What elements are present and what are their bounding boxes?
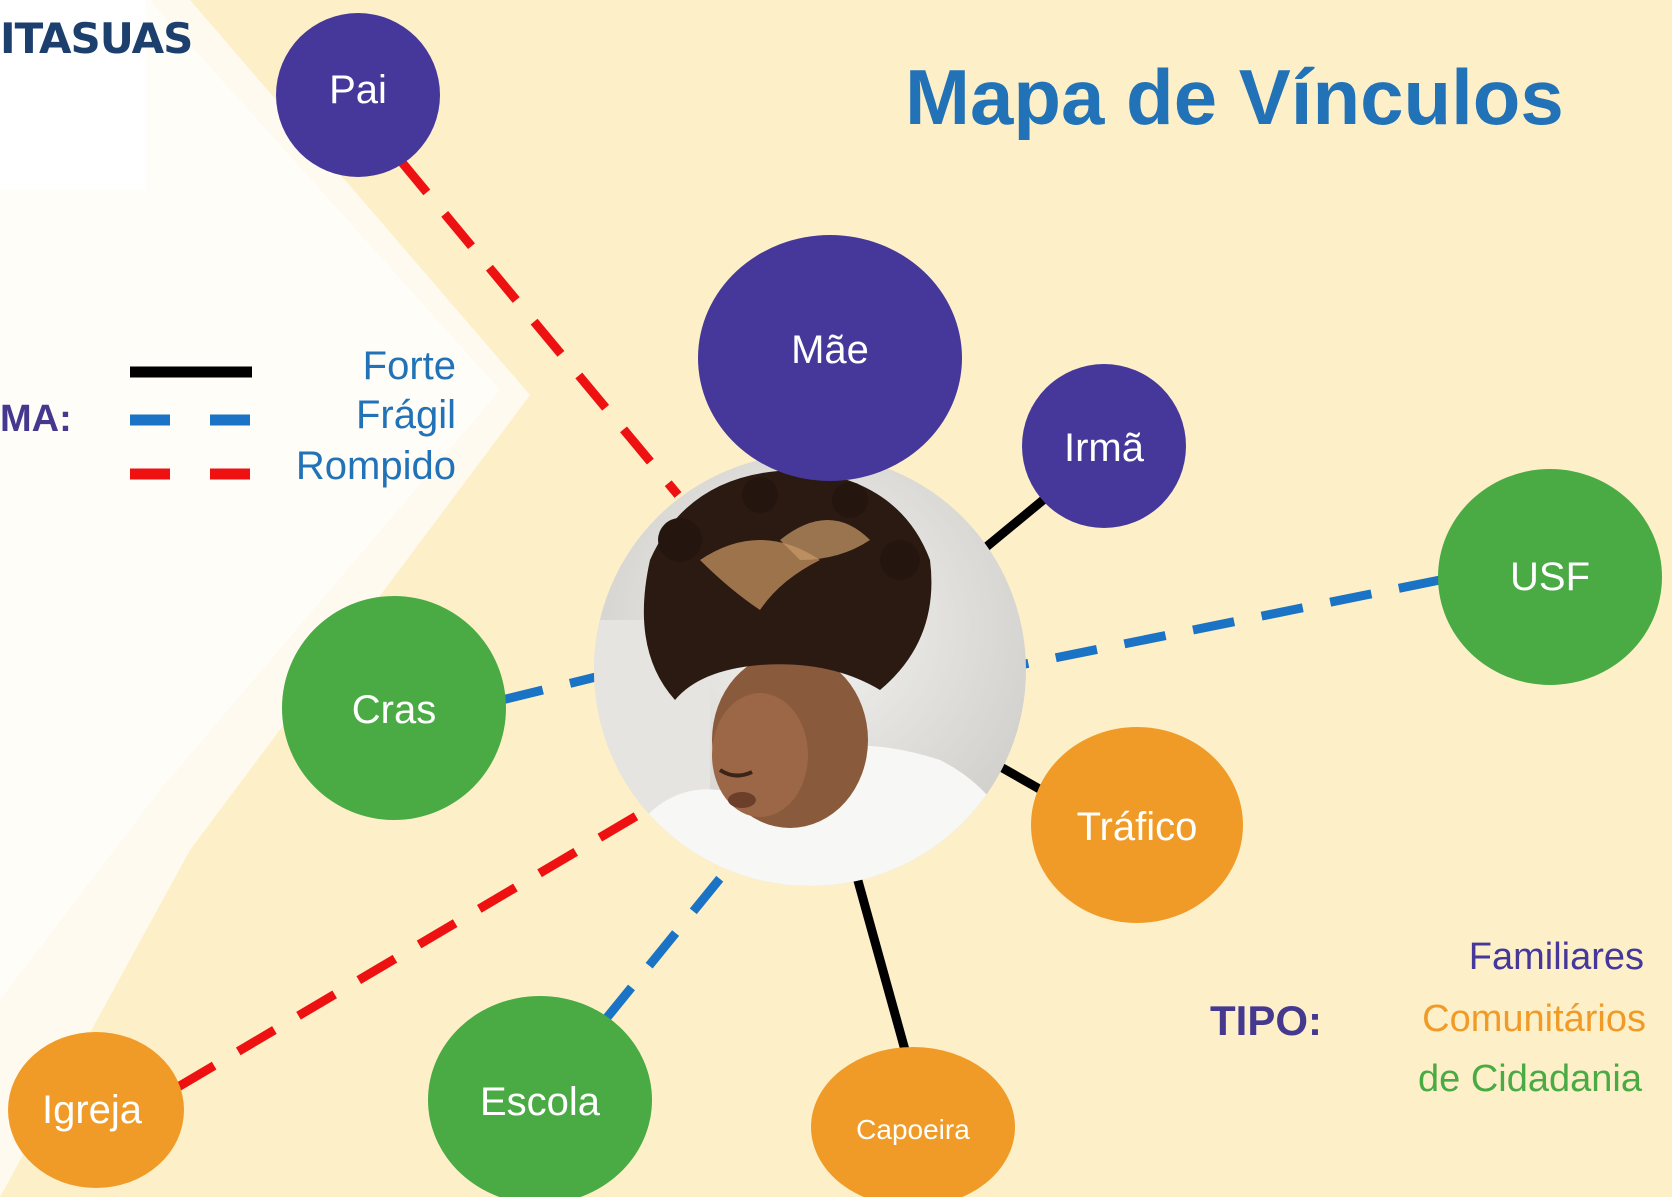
tipo-familiares: Familiares: [1468, 936, 1644, 978]
node-cras: [282, 596, 506, 820]
node-mae: [698, 235, 962, 481]
brand-name: ITASUAS: [0, 14, 193, 63]
legend-fragil-label: Frágil: [355, 393, 456, 437]
brand-box: [0, 0, 145, 190]
node-escola-label: Escola: [479, 1080, 601, 1124]
page-title: Mapa de Vínculos: [905, 53, 1564, 141]
link-cras: [500, 671, 602, 705]
connection-lines: [175, 157, 1441, 1091]
node-capoeira: [811, 1047, 1015, 1197]
node-igreja-label: Igreja: [41, 1088, 143, 1132]
tipo-cidadania: de Cidadania: [1418, 1058, 1642, 1100]
node-mae-label: Mãe: [791, 328, 869, 372]
node-usf: [1438, 469, 1662, 685]
left-chevron-highlight: [0, 0, 500, 1000]
link-pai: [396, 157, 682, 498]
link-igreja: [175, 801, 658, 1091]
node-cras-label: Cras: [351, 688, 437, 732]
link-escola: [601, 857, 739, 1023]
node-trafico: [1031, 727, 1243, 923]
link-capoeira: [850, 868, 910, 1052]
tipo-comunitarios: Comunitários: [1422, 998, 1646, 1040]
node-usf-label: USF: [1510, 555, 1590, 599]
node-trafico-label: Tráfico: [1076, 805, 1198, 849]
node-irma: [1022, 364, 1186, 528]
legend-forte-label: Forte: [362, 344, 456, 388]
link-irma: [982, 492, 1051, 552]
node-pai: [276, 13, 440, 177]
legend-label: MA:: [0, 398, 72, 440]
node-capoeira-label: Capoeira: [856, 1114, 970, 1145]
node-escola: [428, 996, 652, 1197]
node-igreja: [8, 1032, 184, 1188]
tipo-label: TIPO:: [1210, 997, 1322, 1044]
link-usf: [1019, 575, 1441, 670]
legend-lines: [130, 366, 252, 480]
legend-rompido-label: Rompido: [295, 444, 456, 488]
nodes-layer: [8, 13, 1662, 1197]
node-pai-label: Pai: [329, 68, 387, 112]
node-irma-label: Irmã: [1064, 426, 1144, 470]
